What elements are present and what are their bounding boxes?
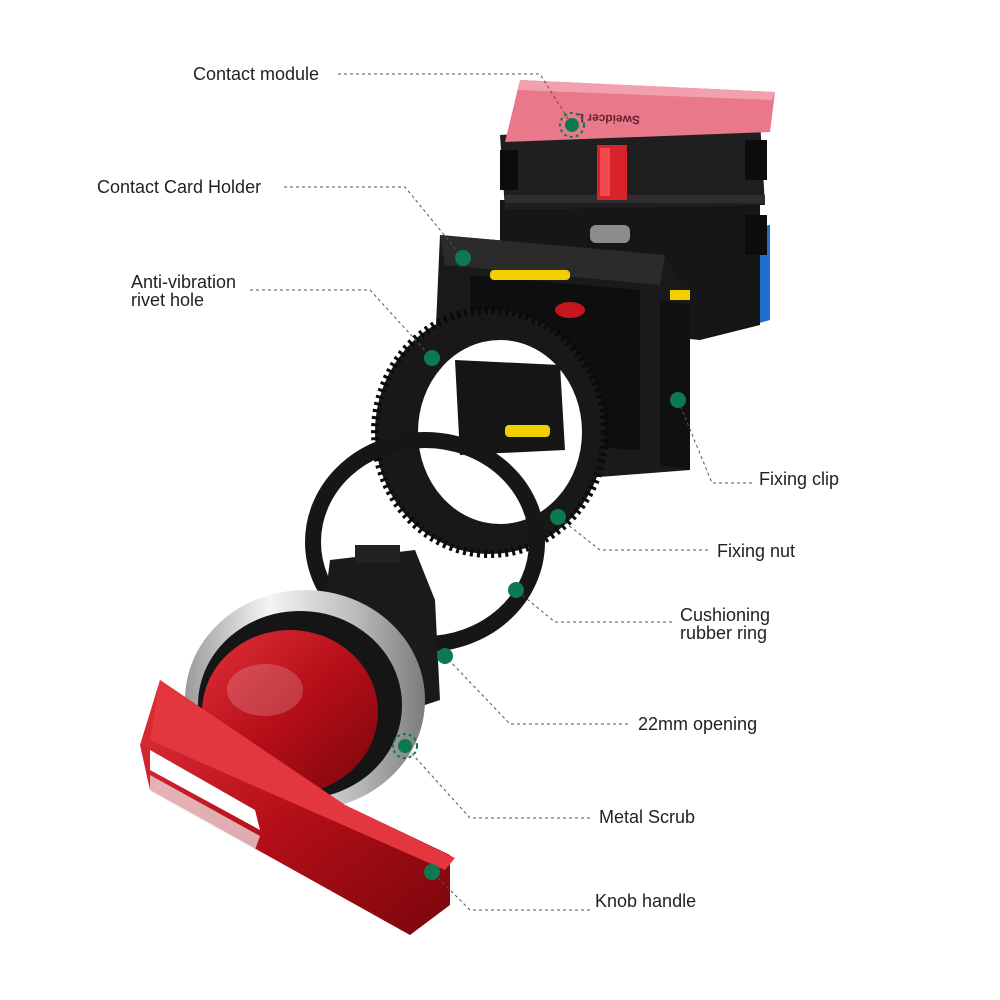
fixing-nut [371,306,609,558]
label-anti-vibration-line1: Anti-vibration [131,272,237,292]
label-metal-scrub: Metal Scrub [599,807,696,827]
label-22mm-opening: 22mm opening [638,714,758,734]
leader-22mm-opening [444,655,628,725]
module-label-text: Sweidcer L [576,111,640,127]
marker-contact-card-holder [455,250,471,266]
leader-anti-vibration [250,289,433,359]
leader-contact-card-holder [284,186,464,259]
label-anti-vibration-rivet-hole: Anti-vibration rivet hole [131,273,236,309]
marker-anti-vibration [424,350,440,366]
marker-knob-handle [424,864,440,880]
contact-module: Sweidcer L [500,80,775,340]
leader-metal-scrub [404,745,590,819]
markers [392,112,686,880]
label-fixing-clip: Fixing clip [759,469,840,489]
label-contact-module: Contact module [193,64,320,84]
leader-fixing-nut [557,516,708,551]
leader-contact-module [338,73,573,126]
label-cushioning-line2: rubber ring [680,623,768,643]
marker-22mm-opening [437,648,453,664]
label-fixing-nut: Fixing nut [717,541,796,561]
leader-fixing-clip [677,399,752,484]
marker-fixing-nut [550,509,566,525]
label-knob-handle: Knob handle [595,891,697,911]
leader-cushioning [515,589,672,623]
leader-knob-handle [431,871,590,911]
marker-metal-scrub [392,733,418,759]
label-cushioning-rubber-ring: Cushioning rubber ring [680,606,770,642]
label-anti-vibration-line2: rivet hole [131,290,205,310]
marker-cushioning [508,582,524,598]
label-contact-card-holder: Contact Card Holder [97,177,262,197]
label-cushioning-line1: Cushioning [680,605,771,625]
leader-lines [250,73,752,911]
knob-handle [140,680,455,935]
marker-contact-module [559,112,585,138]
marker-fixing-clip [670,392,686,408]
